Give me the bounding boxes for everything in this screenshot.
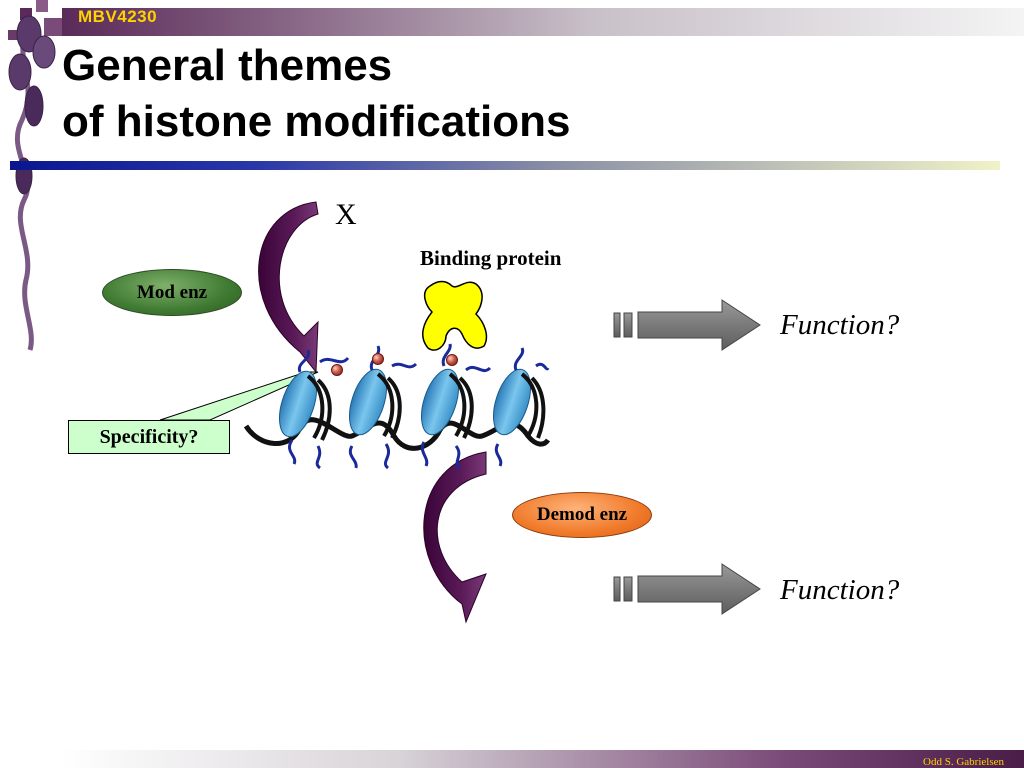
- binding-protein-shape: [422, 280, 488, 351]
- title-line-2: of histone modifications: [62, 97, 571, 146]
- specificity-box: Specificity?: [68, 420, 230, 454]
- course-code: MBV4230: [78, 7, 158, 26]
- demod-enzyme-ellipse: Demod enz: [512, 492, 652, 538]
- function-label-2: Function?: [780, 574, 900, 606]
- slide-title: General themes of histone modifications: [62, 38, 570, 150]
- specificity-label: Specificity?: [99, 425, 199, 448]
- modification-arrow: [258, 201, 319, 374]
- blocked-binding-mark: X: [335, 198, 357, 231]
- mod-enzyme-label: Mod enz: [136, 281, 208, 303]
- modification-bead-1: [331, 364, 343, 376]
- histone-tails: [288, 343, 550, 470]
- footer-author: Odd S. Gabrielsen: [923, 756, 1004, 768]
- function-arrow-1: [613, 299, 761, 351]
- modification-bead-3: [446, 354, 458, 366]
- modification-bead-2: [372, 353, 384, 365]
- nucleosome-4: [493, 368, 546, 439]
- binding-protein-label: Binding protein: [420, 246, 562, 270]
- title-rule: [10, 161, 1000, 170]
- demod-enzyme-label: Demod enz: [536, 504, 628, 525]
- nucleosome-2: [349, 368, 402, 439]
- nucleosome-1: [279, 370, 332, 441]
- footer-band: [60, 750, 1024, 768]
- title-line-1: General themes: [62, 41, 393, 90]
- demodification-arrow: [423, 451, 487, 624]
- nucleosome-3: [421, 368, 474, 439]
- header-band: [62, 8, 1024, 36]
- function-arrow-2: [613, 563, 761, 615]
- function-label-1: Function?: [780, 309, 900, 341]
- mod-enzyme-ellipse: Mod enz: [102, 269, 242, 316]
